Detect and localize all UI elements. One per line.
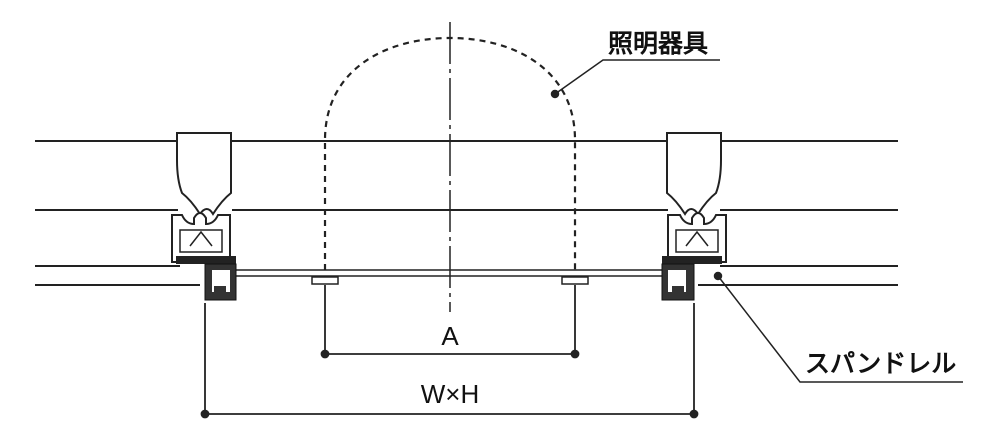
- leader-lighting-fixture: [550, 59, 720, 99]
- frame-right: [661, 132, 727, 301]
- fixture-mount-right: [561, 276, 589, 285]
- frame-left: [171, 132, 237, 301]
- dimension-a: [320, 285, 580, 359]
- dimension-wxh-label: W×H: [421, 379, 480, 409]
- hanger-left: [176, 132, 232, 216]
- hatch-lid: [236, 269, 668, 277]
- dimension-a-label: A: [441, 321, 459, 351]
- gasket-left: [176, 256, 236, 264]
- hanger-right: [666, 132, 722, 216]
- gasket-right: [662, 256, 722, 264]
- dimension-wxh: [200, 303, 699, 419]
- ceiling-lines: [35, 140, 898, 286]
- fixture-mount-left: [311, 276, 339, 285]
- lighting-fixture-label: 照明器具: [608, 29, 708, 58]
- leader-spandrel: [713, 271, 963, 383]
- spandrel-label: スパンドレル: [805, 349, 956, 378]
